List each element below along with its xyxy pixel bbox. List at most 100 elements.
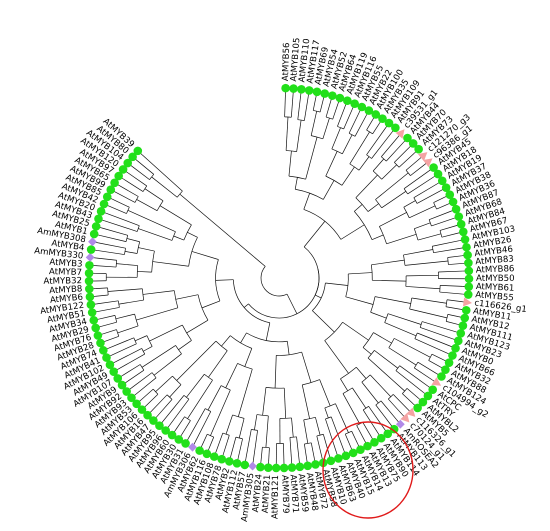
tree-branch: [325, 151, 338, 177]
arabidopsis-marker: [335, 93, 345, 103]
arabidopsis-marker: [289, 84, 298, 93]
tree-branch: [411, 297, 447, 304]
tree-branch: [208, 436, 215, 449]
tree-branch: [143, 346, 153, 352]
tree-branch-arc: [125, 235, 129, 242]
tree-branch: [315, 294, 322, 299]
tree-branch: [99, 235, 127, 242]
arabidopsis-marker: [312, 87, 322, 97]
tree-branch-arc: [107, 287, 109, 296]
tree-branch: [438, 270, 463, 273]
tree-branch: [374, 350, 399, 369]
arabidopsis-marker: [132, 399, 141, 409]
tree-branch: [392, 394, 409, 410]
tree-branch: [297, 95, 302, 120]
tree-branch: [354, 115, 367, 137]
tree-branch: [341, 166, 355, 186]
tree-branch: [381, 191, 407, 209]
tree-branch-arc: [183, 395, 190, 400]
arabidopsis-marker: [85, 260, 94, 270]
arabidopsis-marker: [364, 106, 374, 115]
tree-branch: [381, 137, 398, 157]
leaf-labels: AtMYB56AtMYB105AtMYB110AtMYB117AtMYB69At…: [34, 37, 528, 522]
tree-branch: [108, 337, 134, 349]
tree-branch-arc: [405, 169, 411, 176]
tree-branch: [413, 183, 438, 199]
leaf-label: AtMYB3: [49, 258, 83, 270]
tree-branch-arc: [149, 174, 155, 180]
tree-branch: [405, 286, 440, 290]
arabidopsis-marker: [279, 463, 289, 473]
tree-branch-arc: [251, 429, 258, 431]
arabidopsis-marker: [89, 315, 99, 325]
tree-branch: [104, 220, 138, 232]
tree-branch: [127, 210, 176, 232]
highlight-ring: [322, 421, 414, 519]
tree-branch: [303, 419, 309, 444]
tree-branch: [369, 374, 392, 397]
tree-branch-arc: [134, 196, 139, 203]
tree-branch-arc: [133, 337, 137, 344]
tree-branch: [342, 321, 369, 341]
arabidopsis-marker: [127, 393, 136, 403]
arabidopsis-marker: [350, 99, 359, 109]
tree-branch: [274, 355, 277, 389]
tree-branch-arc: [205, 408, 211, 412]
tree-branch-arc: [175, 345, 182, 355]
tree-branch: [388, 347, 417, 366]
tree-branch: [372, 123, 380, 134]
tree-branch: [375, 404, 391, 425]
tree-branch: [394, 147, 410, 163]
leaf-label: AtMYB8: [49, 284, 83, 296]
tree-branch: [433, 197, 445, 203]
tree-branch: [405, 158, 420, 171]
tree-branch: [111, 343, 137, 356]
tree-branch: [149, 324, 183, 342]
tree-branch: [348, 112, 360, 134]
tree-branch-arc: [136, 265, 139, 278]
arabidopsis-marker: [441, 183, 451, 192]
tree-branch-arc: [286, 150, 297, 152]
arabidopsis-marker: [281, 83, 290, 93]
arabidopsis-marker: [460, 313, 470, 323]
tree-branch-arc: [221, 385, 231, 391]
tree-branch: [237, 438, 243, 458]
tree-branch-arc: [184, 416, 191, 421]
tree-branch: [187, 379, 213, 419]
tree-branch: [95, 294, 109, 297]
tree-branch-arc: [447, 257, 449, 265]
tree-branch-arc: [433, 202, 437, 210]
tree-branch: [151, 176, 178, 198]
arabidopsis-marker: [341, 451, 351, 461]
tree-branches: [92, 91, 466, 465]
tree-branch-arc: [311, 135, 323, 140]
tree-branch-arc: [388, 338, 395, 348]
tree-branch: [296, 120, 302, 152]
arabidopsis-marker: [240, 460, 250, 470]
leaf-label: AtMYB21: [261, 474, 273, 513]
tree-branch: [168, 399, 190, 426]
tree-branch: [386, 233, 417, 245]
tree-branch-arc: [325, 116, 333, 120]
tree-branch: [289, 437, 292, 462]
tree-branch-arc: [182, 324, 192, 341]
tree-branch: [356, 425, 366, 441]
tree-branch: [367, 203, 379, 212]
tree-branch-arc: [395, 365, 400, 371]
tree-branch-arc: [445, 314, 449, 322]
tree-branch: [97, 250, 125, 255]
tree-branch: [319, 379, 331, 407]
tree-branch: [137, 271, 152, 273]
tree-branch: [356, 367, 367, 379]
arabidopsis-marker: [429, 163, 438, 172]
arabidopsis-marker: [96, 207, 106, 216]
tree-branch: [428, 360, 441, 368]
tree-branch: [342, 393, 361, 425]
ornamental-marker: [395, 419, 405, 429]
tree-branch: [288, 150, 292, 177]
tree-branch: [366, 119, 374, 131]
tree-branch: [337, 106, 346, 127]
leaf-label: AtMYB59: [296, 473, 310, 512]
tree-branch: [371, 259, 405, 266]
arabidopsis-marker: [370, 437, 379, 447]
